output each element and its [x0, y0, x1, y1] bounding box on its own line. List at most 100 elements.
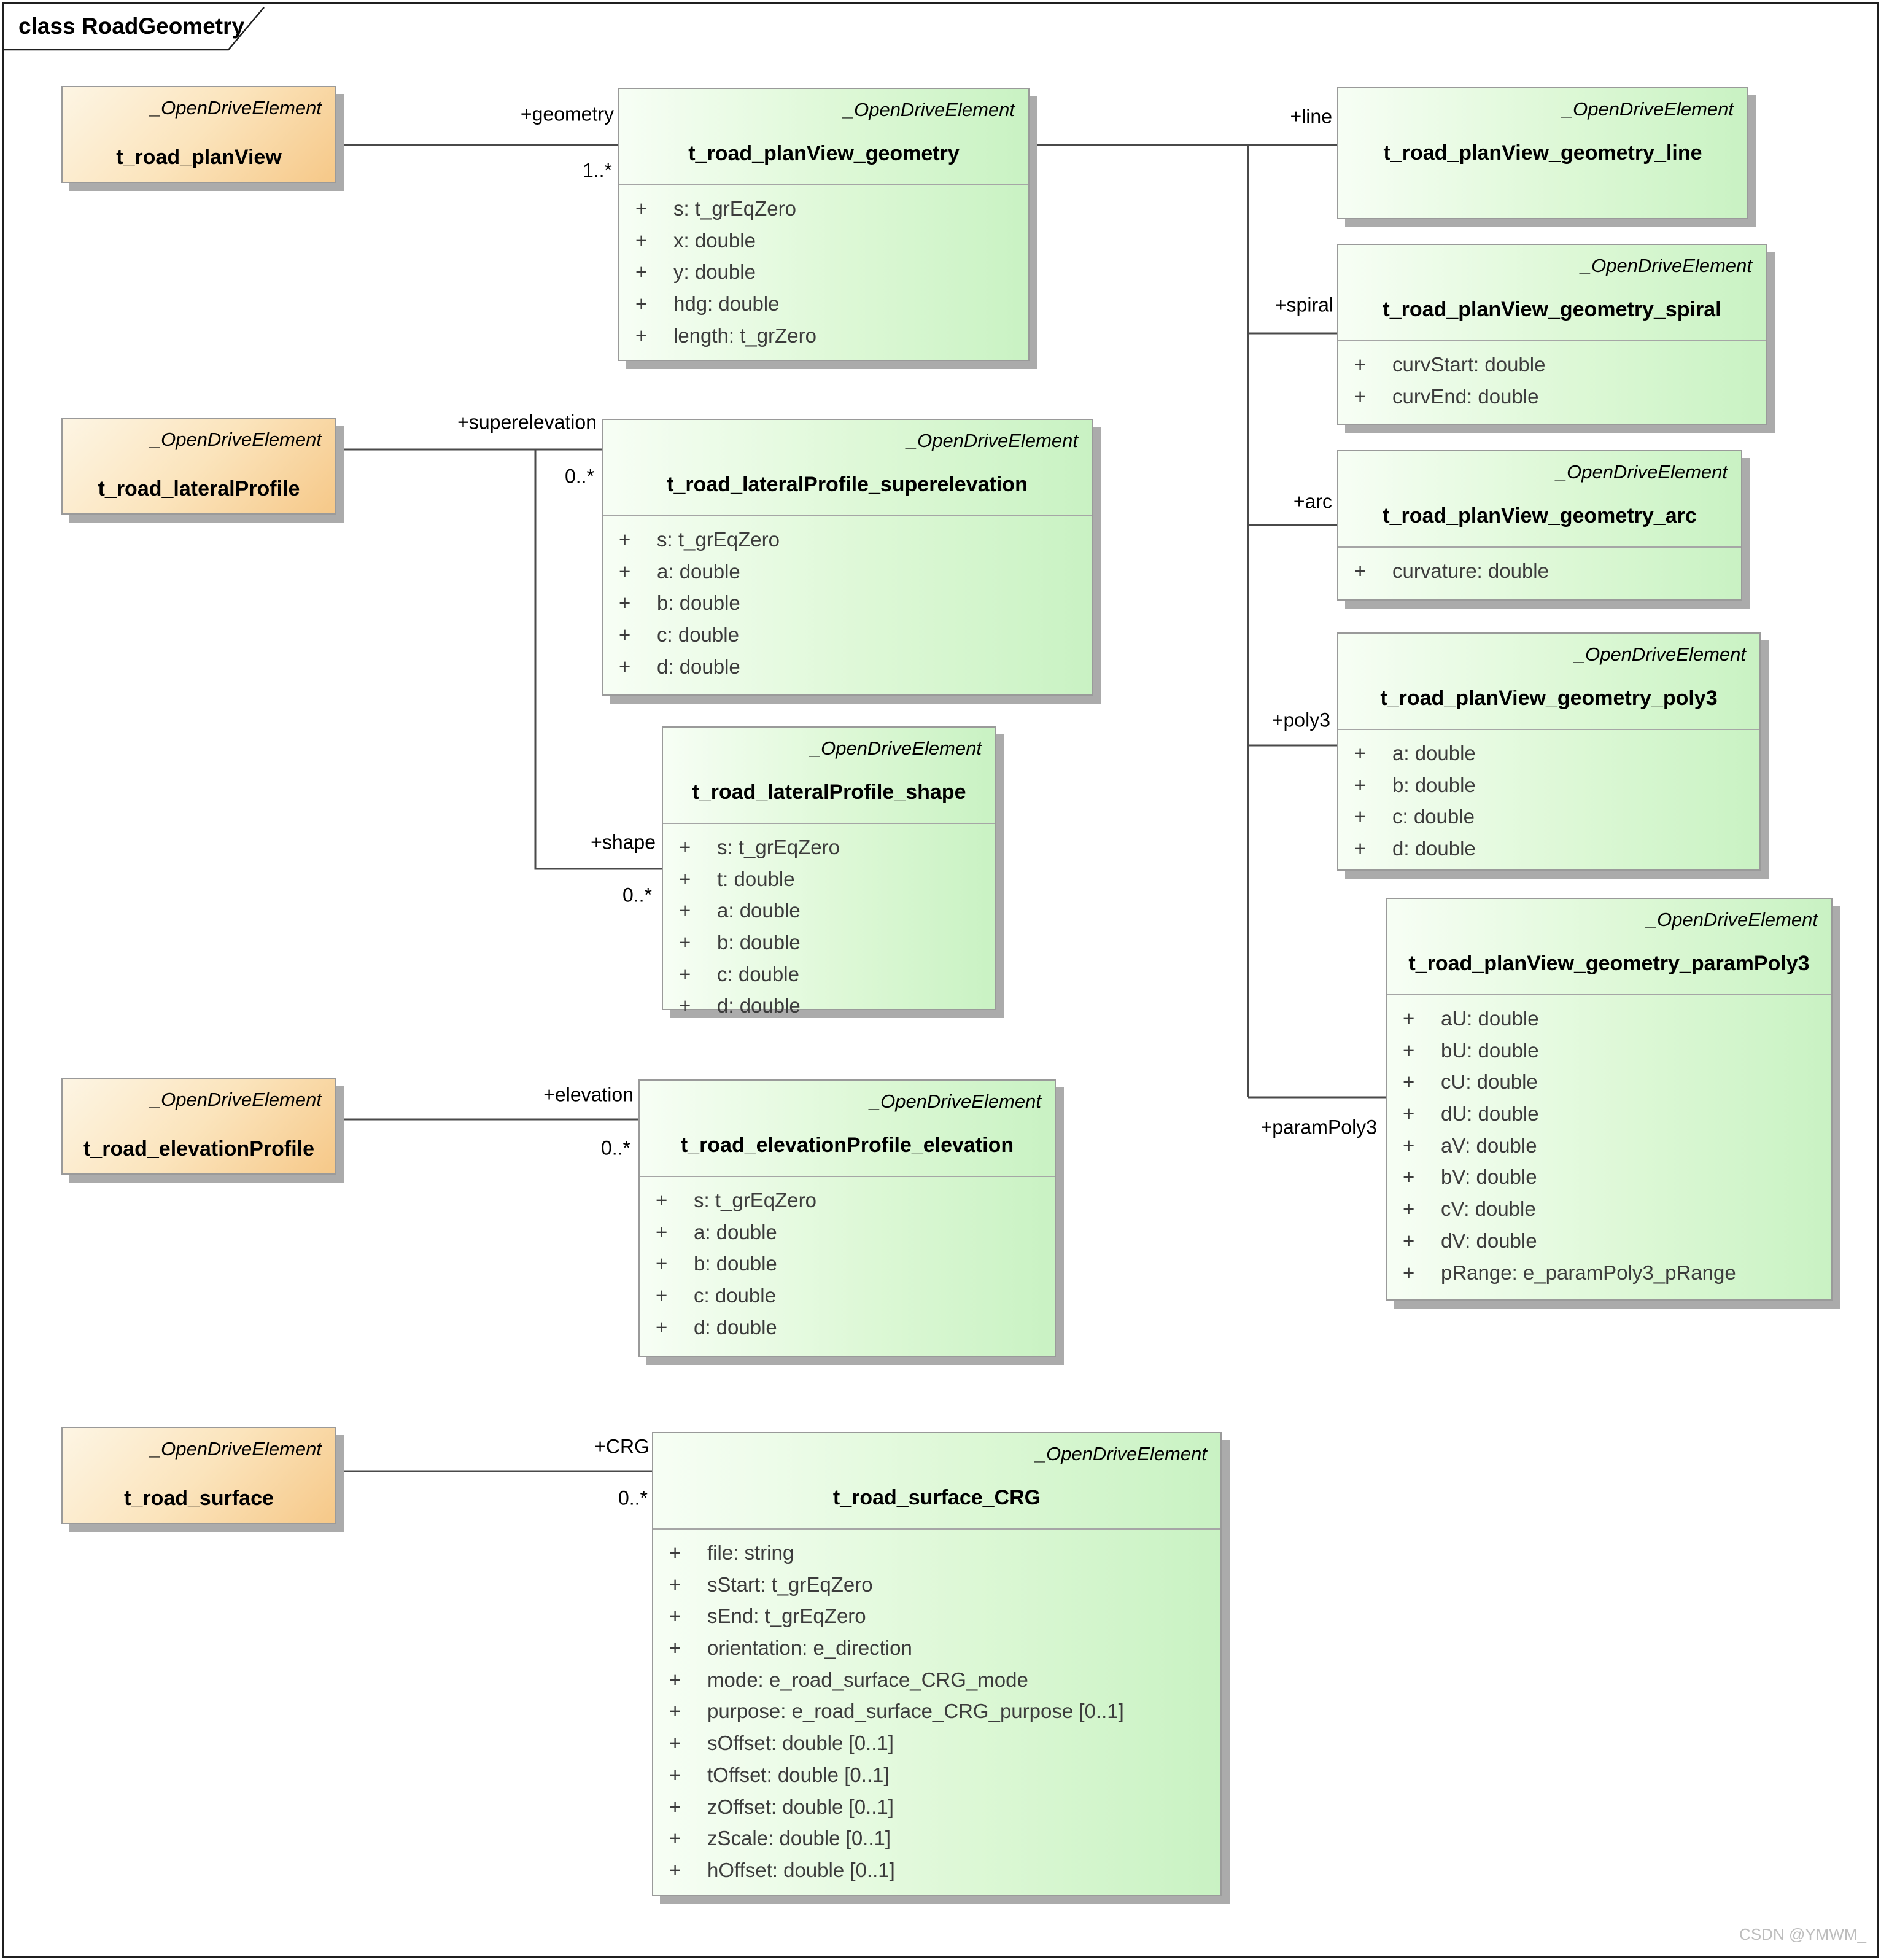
class-attribute: + s: t_grEqZero: [603, 524, 1092, 556]
connector-lateralProfile-to-shape: [534, 449, 662, 870]
public-visibility-marker: +: [656, 1189, 668, 1211]
class-attribute: + hdg: double: [619, 288, 1028, 320]
public-visibility-marker: +: [1354, 384, 1367, 408]
class-compartment-separator: [1338, 546, 1741, 548]
class-stereotype: _OpenDriveElement: [150, 429, 322, 450]
attribute-text: c: double: [717, 962, 799, 986]
class-attribute: + length: t_grZero: [619, 320, 1028, 352]
class-stereotype: _OpenDriveElement: [810, 737, 982, 759]
class-name: t_road_surface_CRG: [832, 1486, 1041, 1509]
attribute-text: s: t_grEqZero: [717, 836, 840, 858]
class-stereotype: _OpenDriveElement: [1646, 909, 1818, 930]
class-attribute: +d: double: [663, 990, 995, 1022]
attribute-text: cV: double: [1441, 1197, 1536, 1221]
attribute-text: c: double: [1392, 805, 1475, 828]
public-visibility-marker: +: [669, 1700, 681, 1723]
attribute-text: aU: double: [1441, 1007, 1539, 1030]
public-visibility-marker: +: [619, 623, 631, 647]
attribute-text: bU: double: [1441, 1038, 1539, 1062]
frame-tab-outline: [2, 7, 265, 51]
class-stereotype: _OpenDriveElement: [843, 99, 1015, 120]
attribute-text: sEnd: t_grEqZero: [707, 1604, 866, 1628]
public-visibility-marker: +: [656, 1220, 668, 1243]
public-visibility-marker: +: [669, 1541, 681, 1564]
class-stereotype: _OpenDriveElement: [150, 1438, 322, 1460]
public-visibility-marker: +: [619, 528, 631, 551]
attribute-text: file: string: [707, 1541, 794, 1564]
class-name: t_road_planView_geometry_arc: [1383, 504, 1697, 527]
public-visibility-marker: +: [619, 591, 631, 615]
class-compartment-separator: [1387, 994, 1831, 995]
attribute-text: sStart: t_grEqZero: [707, 1573, 873, 1596]
class-name: t_road_planView_geometry_line: [1383, 141, 1702, 165]
public-visibility-marker: +: [656, 1315, 668, 1339]
edge-label-role-paramPoly3: +paramPoly3: [1260, 1116, 1377, 1138]
edge-label-role-elevation: +elevation: [543, 1083, 634, 1106]
attribute-text: a: double: [694, 1220, 777, 1243]
edge-label-mult-superelevation: 0..*: [564, 465, 594, 488]
class-name: t_road_planView_geometry_paramPoly3: [1408, 952, 1810, 975]
attribute-text: dV: double: [1441, 1229, 1537, 1252]
attribute-text: a: double: [1392, 742, 1476, 764]
class-attribute: +hOffset: double [0..1]: [653, 1854, 1220, 1886]
class-attribute: +cV: double: [1387, 1193, 1831, 1225]
public-visibility-marker: +: [679, 931, 691, 954]
edge-label-role-shape: +shape: [591, 831, 656, 854]
attribute-text: curvStart: double: [1392, 353, 1546, 376]
edge-label-role-line: +line: [1290, 105, 1333, 128]
attribute-text: b: double: [657, 591, 740, 615]
attribute-text: s: t_grEqZero: [657, 528, 780, 551]
class-attribute: +d: double: [603, 651, 1092, 683]
class-attribute: +sEnd: t_grEqZero: [653, 1600, 1220, 1632]
public-visibility-marker: +: [1354, 837, 1367, 860]
public-visibility-marker: +: [669, 1668, 681, 1691]
class-attribute: +b: double: [1338, 769, 1759, 801]
public-visibility-marker: +: [669, 1858, 681, 1881]
public-visibility-marker: +: [1354, 773, 1367, 796]
public-visibility-marker: +: [1403, 1038, 1415, 1062]
class-attribute-list: +s: t_grEqZero+a: double+b: double+c: do…: [640, 1184, 1055, 1343]
class-box-paramPoly3[interactable]: _OpenDriveElement t_road_planView_geometr…: [1386, 898, 1833, 1301]
public-visibility-marker: +: [1403, 1070, 1415, 1094]
public-visibility-marker: +: [619, 655, 631, 678]
class-attribute: +b: double: [663, 927, 995, 959]
public-visibility-marker: +: [619, 559, 631, 583]
class-compartment-separator: [603, 515, 1092, 516]
class-name: t_road_planView_geometry_spiral: [1383, 298, 1721, 321]
edge-label-role-CRG: +CRG: [594, 1435, 650, 1458]
attribute-text: sOffset: double [0..1]: [707, 1732, 894, 1755]
attribute-text: s: t_grEqZero: [673, 197, 796, 220]
edge-label-mult-shape: 0..*: [622, 884, 652, 906]
class-attribute: +dU: double: [1387, 1098, 1831, 1130]
attribute-text: length: t_grZero: [673, 324, 816, 347]
public-visibility-marker: +: [635, 324, 648, 347]
class-attribute: + a: double: [640, 1216, 1055, 1248]
attribute-text: hdg: double: [673, 292, 780, 316]
class-attribute: +s: t_grEqZero: [663, 831, 995, 863]
class-attribute: +zScale: double [0..1]: [653, 1822, 1220, 1854]
public-visibility-marker: +: [635, 292, 648, 316]
public-visibility-marker: +: [635, 228, 648, 252]
class-attribute: +curvEnd: double: [1338, 381, 1766, 413]
public-visibility-marker: +: [669, 1763, 681, 1786]
class-attribute-list: +s: t_grEqZero+t: double+a: double+b: do…: [663, 831, 995, 1022]
class-attribute-list: +aU: double+bU: double+cU: double+dU: do…: [1387, 1003, 1831, 1288]
class-attribute: + x: double: [619, 225, 1028, 257]
public-visibility-marker: +: [1354, 353, 1367, 376]
attribute-text: x: double: [673, 228, 756, 252]
attribute-text: purpose: e_road_surface_CRG_purpose [0..…: [707, 1700, 1124, 1723]
class-compartment-separator: [619, 184, 1028, 185]
